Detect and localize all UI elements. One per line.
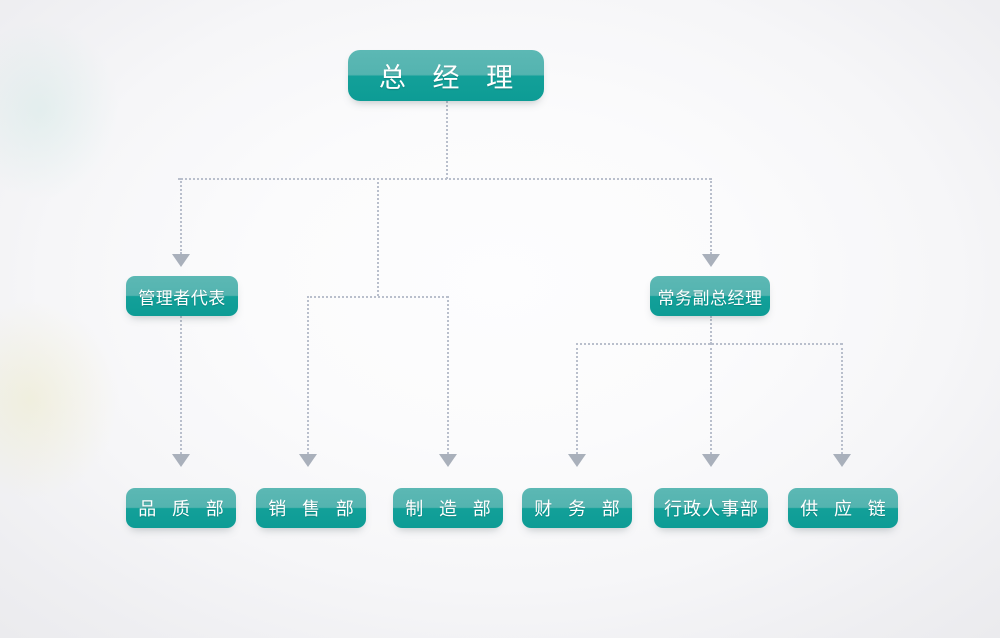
arrow-to-finance [568, 454, 586, 467]
background-glow-top-left [0, 20, 120, 200]
node-manufacturing-department[interactable]: 制 造 部 [393, 488, 503, 528]
node-quality-department[interactable]: 品 质 部 [126, 488, 236, 528]
arrow-to-manufacturing [439, 454, 457, 467]
connector-main-bus [178, 178, 711, 180]
node-finance-department[interactable]: 财 务 部 [522, 488, 632, 528]
connector-drop-admin-hr [710, 343, 712, 454]
arrow-to-admin-hr [702, 454, 720, 467]
connector-deputy-gm-stem [710, 316, 712, 344]
connector-drop-mgmt-rep [180, 178, 182, 254]
arrow-to-deputy-gm [702, 254, 720, 267]
connector-drop-finance [576, 343, 578, 454]
connector-drop-sales [307, 296, 309, 454]
arrow-to-quality [172, 454, 190, 467]
connector-gm-middle-bus [307, 296, 448, 298]
connector-drop-manufacturing [447, 296, 449, 454]
arrow-to-sales [299, 454, 317, 467]
arrow-to-mgmt-rep [172, 254, 190, 267]
connector-drop-supply-chain [841, 343, 843, 454]
node-general-manager[interactable]: 总 经 理 [348, 50, 544, 101]
node-admin-hr-department[interactable]: 行政人事部 [654, 488, 768, 528]
node-sales-department[interactable]: 销 售 部 [256, 488, 366, 528]
connector-mgmt-rep-to-quality [180, 316, 182, 454]
connector-deputy-gm-bus [576, 343, 842, 345]
node-management-representative[interactable]: 管理者代表 [126, 276, 238, 316]
node-deputy-general-manager[interactable]: 常务副总经理 [650, 276, 770, 316]
connector-drop-deputy-gm [710, 178, 712, 254]
node-supply-chain-department[interactable]: 供 应 链 [788, 488, 898, 528]
background-glow-left [0, 300, 120, 500]
connector-gm-middle-stem [377, 178, 379, 296]
arrow-to-supply-chain [833, 454, 851, 467]
connector-gm-stem [446, 101, 448, 179]
